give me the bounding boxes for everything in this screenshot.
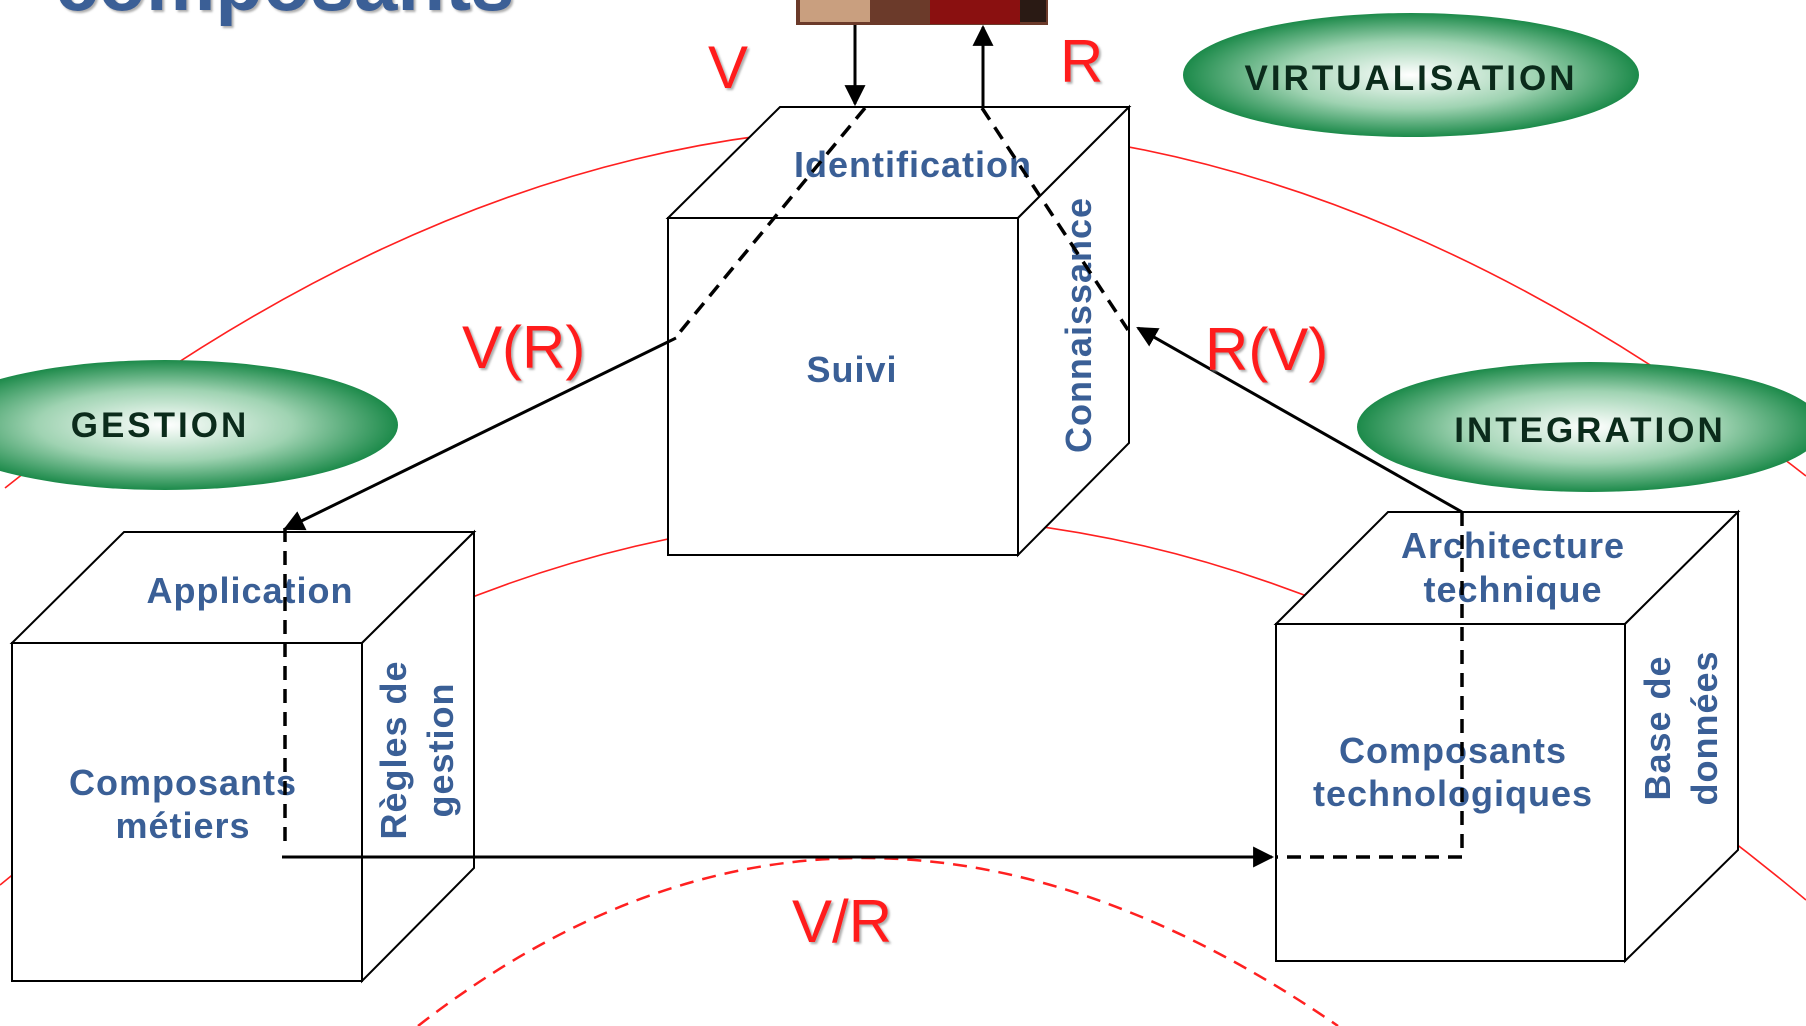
- cube-top-side-face: Connaissance: [1058, 197, 1099, 453]
- cube-right-front-line2: technologiques: [1313, 773, 1593, 814]
- cube-left-side-line2: gestion: [420, 682, 461, 817]
- cube-right-top-line1: Architecture: [1401, 525, 1625, 566]
- label-v: V: [708, 34, 748, 101]
- arrow-r-v: [1136, 326, 1463, 514]
- page-title: composants: [55, 0, 514, 27]
- label-v-slash-r: V/R: [792, 888, 892, 955]
- integration-label: INTEGRATION: [1454, 411, 1726, 450]
- photo-thumbnail: [796, 0, 1048, 25]
- label-r: R: [1060, 28, 1103, 95]
- cube-right-top-line2: technique: [1423, 569, 1602, 610]
- cube-right-side-line1: Base de: [1637, 655, 1678, 800]
- arrows: [282, 24, 1463, 868]
- label-v-r: V(R): [462, 314, 585, 381]
- integration-ellipse: INTEGRATION: [1357, 362, 1806, 492]
- virtualisation-label: VIRTUALISATION: [1244, 59, 1577, 98]
- gestion-ellipse: GESTION: [0, 360, 398, 490]
- arrow-v-r: [283, 336, 677, 531]
- cube-left-side-line1: Règles de: [373, 660, 414, 839]
- gestion-label: GESTION: [71, 406, 250, 445]
- cube-top: Identification Suivi Connaissance: [665, 104, 1132, 558]
- virtualisation-ellipse: VIRTUALISATION: [1183, 13, 1639, 137]
- cube-right-side-line2: données: [1684, 650, 1725, 805]
- cube-top-front-face: Suivi: [806, 349, 897, 390]
- cube-left-front-line1: Composants: [69, 762, 297, 803]
- cube-left: Application Composants métiers Règles de…: [9, 529, 477, 984]
- cube-left-front-line2: métiers: [115, 805, 250, 846]
- cube-top-top-face: Identification: [794, 144, 1032, 185]
- cube-left-top-face: Application: [147, 570, 354, 611]
- label-r-v: R(V): [1205, 316, 1328, 383]
- cube-right-front-line1: Composants: [1339, 730, 1567, 771]
- cube-right: Architecture technique Composants techno…: [1273, 509, 1741, 964]
- dashed-connectors: [283, 106, 1464, 859]
